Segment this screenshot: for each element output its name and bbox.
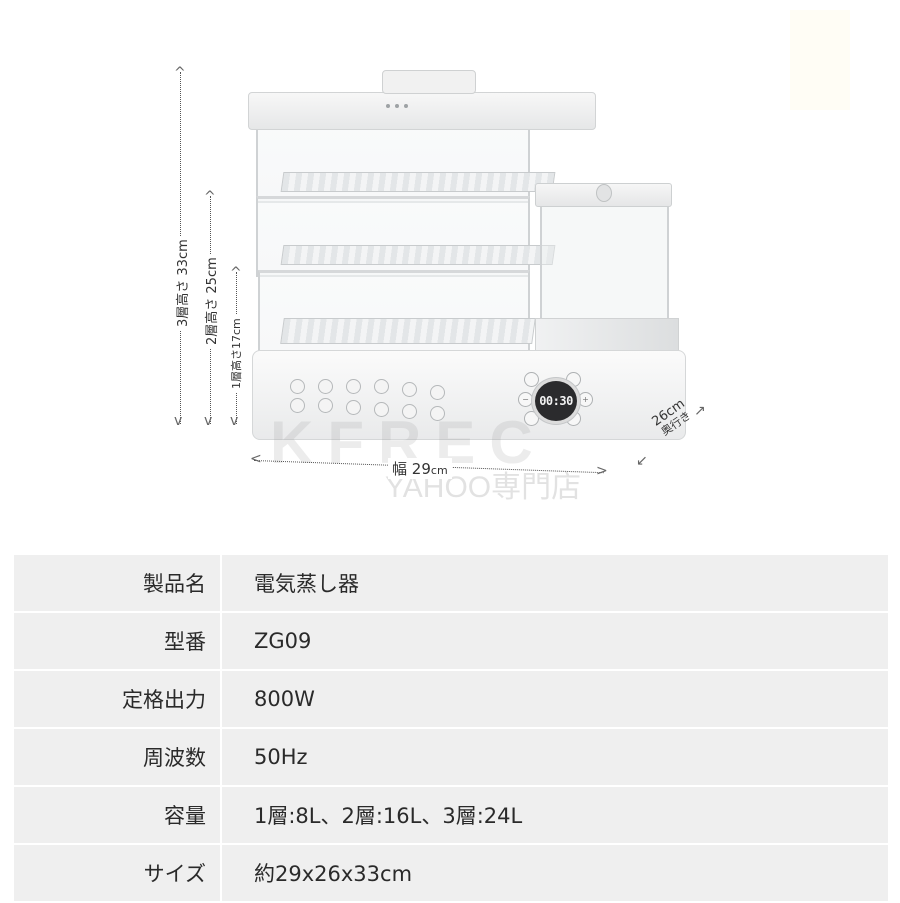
steam-tray-bottom [280, 318, 536, 344]
water-tank-knob [596, 184, 612, 202]
control-button-icon [524, 411, 539, 426]
minus-icon: − [518, 392, 533, 407]
vent-hole [386, 104, 390, 108]
control-button-icon [524, 372, 539, 387]
steamer-illustration: − + 00:30 [248, 70, 686, 440]
spec-row-product-name: 製品名 電気蒸し器 [14, 555, 888, 611]
spec-value: 1層:8L、2層:16L、3層:24L [254, 804, 523, 828]
spec-table: 製品名 電気蒸し器 型番 ZG09 定格出力 800W 周波数 50Hz 容量 … [14, 555, 888, 903]
width-label-text: 幅 [392, 460, 408, 478]
spec-row-size: サイズ 約29x26x33cm [14, 845, 888, 901]
lid-handle [382, 70, 476, 94]
height-1-tier-label: 1層高さ17cm [228, 315, 244, 392]
arrow-right-icon: > [596, 463, 608, 479]
function-button-icon [402, 404, 417, 419]
spec-value: 800W [254, 687, 315, 711]
spec-value: 約29x26x33cm [254, 862, 413, 886]
spec-row-model: 型番 ZG09 [14, 613, 888, 669]
width-unit: cm [430, 464, 448, 477]
width-value: 29 [411, 460, 431, 478]
spec-label: 容量 [14, 787, 222, 843]
function-button-icon [374, 402, 389, 417]
function-button-icon [346, 379, 361, 394]
steam-tray-top [280, 172, 556, 192]
function-button-icon [346, 400, 361, 415]
spec-value: 50Hz [254, 745, 308, 769]
spec-row-power: 定格出力 800W [14, 671, 888, 727]
steam-tray-middle [280, 245, 556, 265]
spec-label: 定格出力 [14, 671, 222, 727]
arrow-up-icon: ^ [204, 189, 216, 205]
vent-hole [404, 104, 408, 108]
arrow-left-icon: < [250, 451, 262, 467]
function-button-icon [290, 379, 305, 394]
spec-value: 電気蒸し器 [254, 572, 359, 596]
spec-row-capacity: 容量 1層:8L、2層:16L、3層:24L [14, 787, 888, 843]
background-highlight [790, 10, 850, 110]
function-button-icon [430, 385, 445, 400]
spec-label: 型番 [14, 613, 222, 669]
plus-icon: + [578, 392, 593, 407]
spec-row-frequency: 周波数 50Hz [14, 729, 888, 785]
arrow-down-icon: v [230, 413, 239, 429]
spec-label: 周波数 [14, 729, 222, 785]
steamer-base [252, 350, 686, 440]
steamer-lid [248, 92, 596, 130]
function-button-icon [374, 379, 389, 394]
height-2-tier-label: 2層高さ 25cm [201, 254, 220, 348]
height-3-tier-label: 3層高さ 33cm [172, 236, 191, 330]
arrow-depth-icon: ↗ [694, 403, 706, 419]
function-button-icon [318, 379, 333, 394]
function-button-icon [430, 406, 445, 421]
function-button-icon [318, 398, 333, 413]
arrow-up-icon: ^ [230, 265, 242, 281]
timer-display: 00:30 [532, 378, 580, 424]
spec-value: ZG09 [254, 629, 312, 653]
tier-1 [258, 270, 530, 359]
function-button-icon [290, 398, 305, 413]
spec-label: 製品名 [14, 555, 222, 611]
vent-hole [395, 104, 399, 108]
arrow-down-icon: v [204, 413, 213, 429]
function-button-icon [402, 382, 417, 397]
product-image: − + 00:30 KFREC YAHOO専門店 ^ v 3層高さ 33cm ^… [172, 10, 850, 504]
arrow-up-icon: ^ [174, 65, 186, 81]
width-label: 幅 29cm [388, 458, 452, 479]
arrow-depth-icon: ↙ [636, 453, 648, 469]
arrow-down-icon: v [174, 413, 183, 429]
spec-label: サイズ [14, 845, 222, 901]
